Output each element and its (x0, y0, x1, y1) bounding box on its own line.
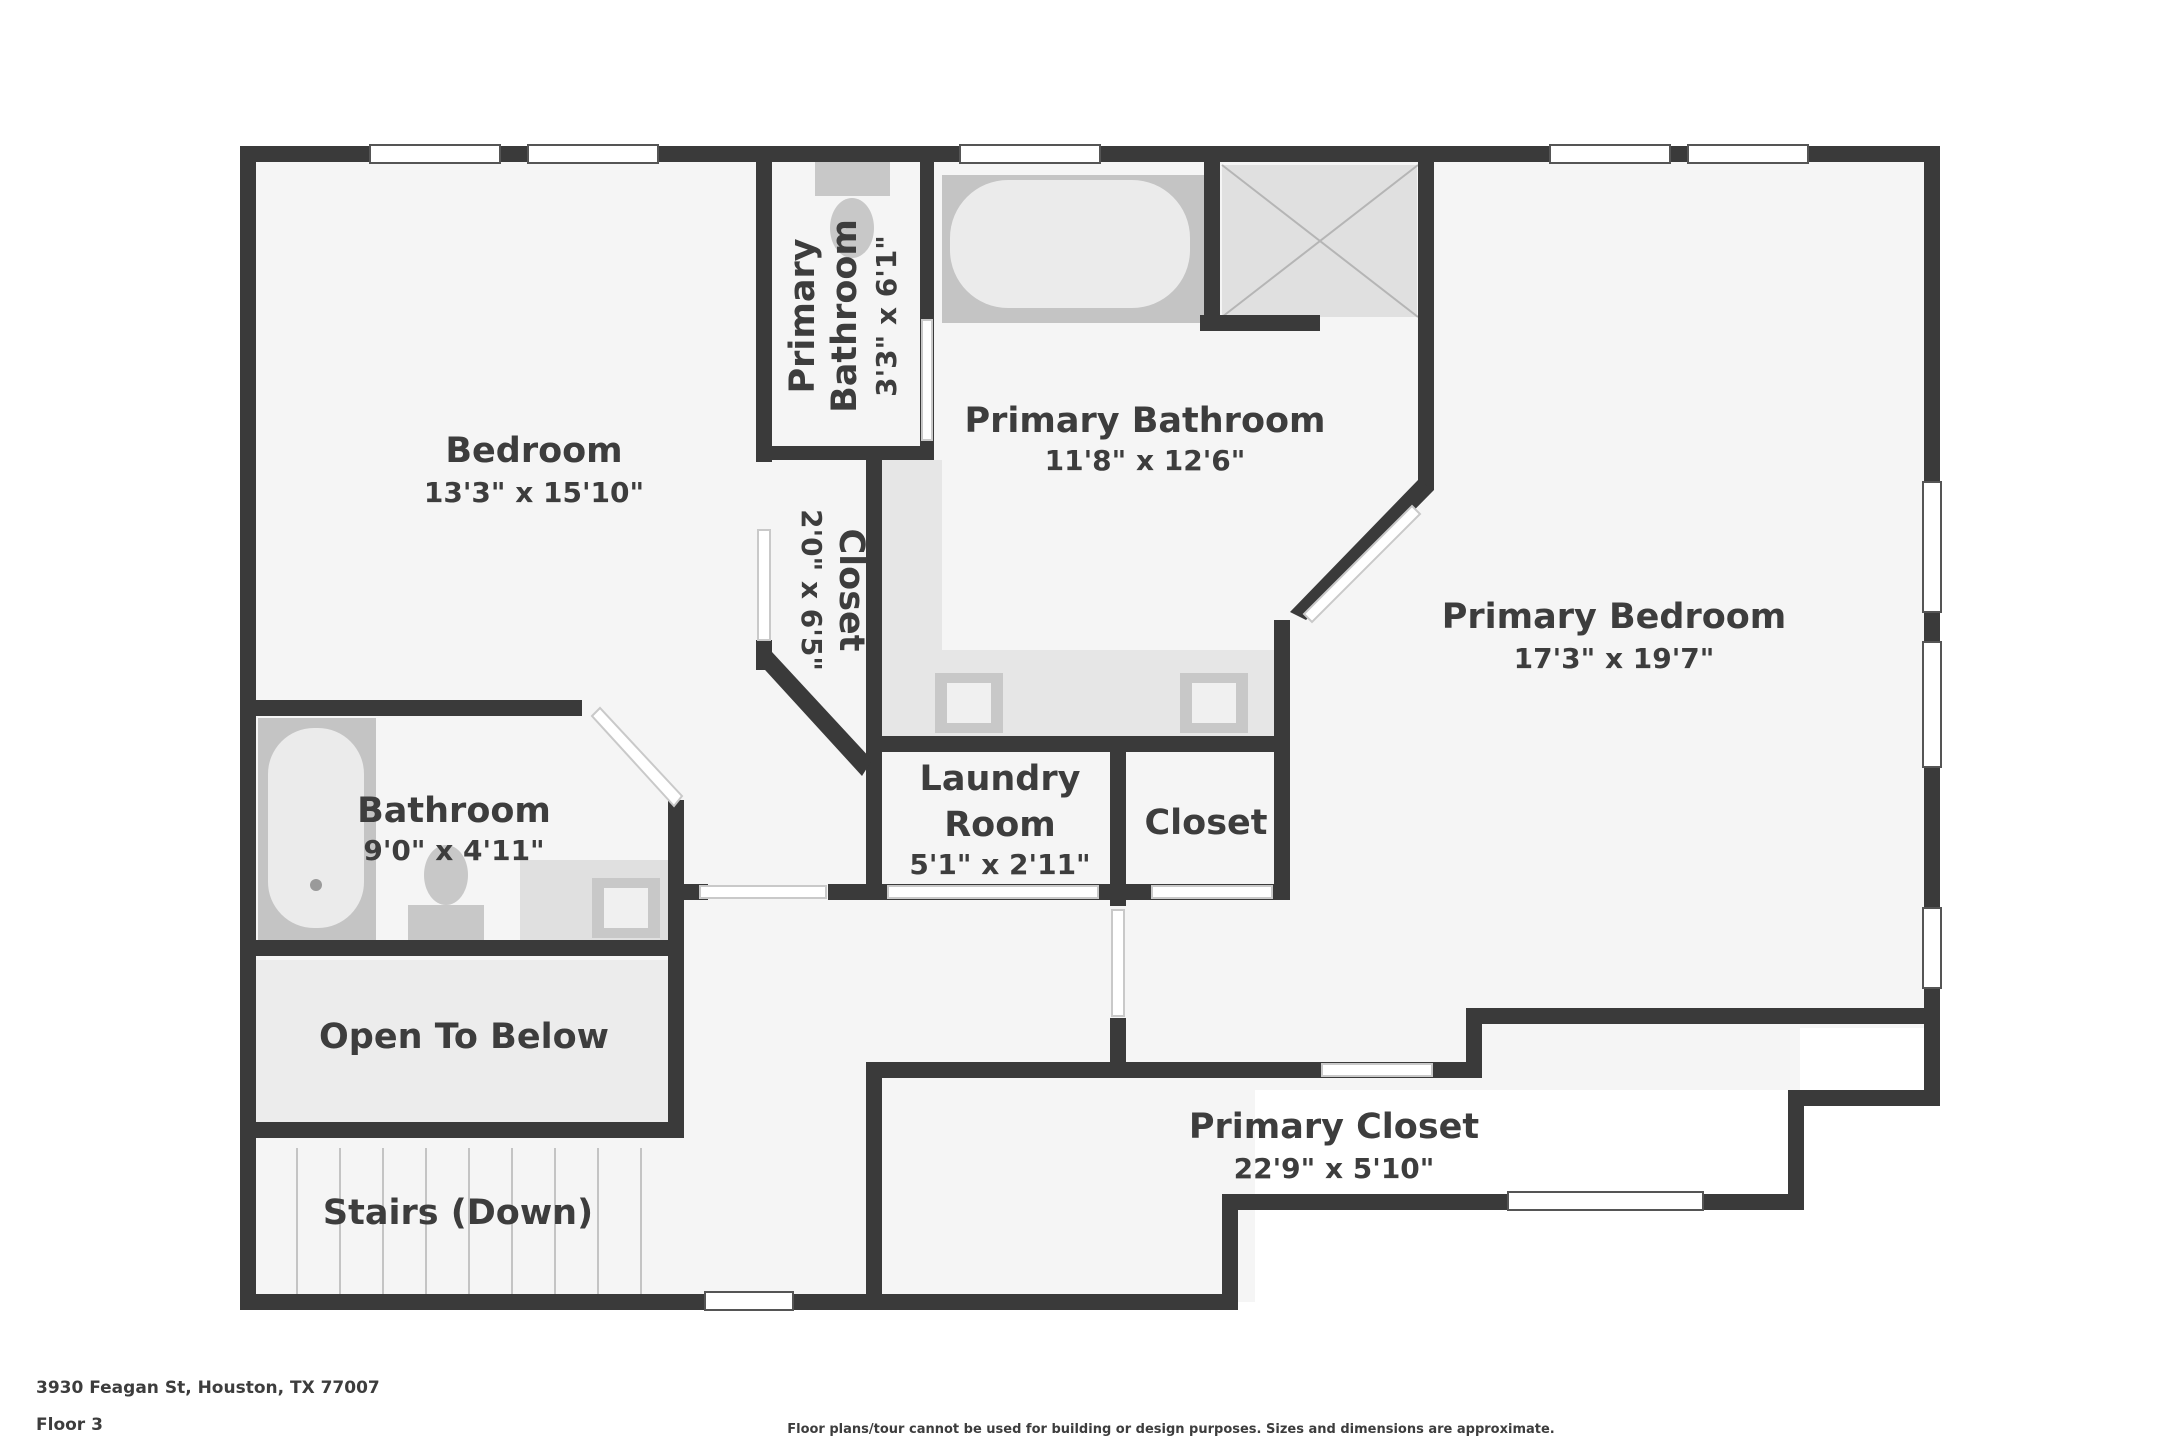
room-name-line2: Room (944, 805, 1056, 845)
room-dimensions: 3'3" x 6'1" (870, 235, 903, 397)
room-dimensions: 11'8" x 12'6" (1045, 444, 1246, 477)
toilet-tank-icon (408, 905, 484, 940)
room-label-closet: Closet (1144, 803, 1267, 843)
room-label-bedroom: Bedroom 13'3" x 15'10" (424, 431, 644, 509)
room-dimensions: 22'9" x 5'10" (1234, 1152, 1435, 1185)
room-label-primary-bathroom: Primary Bathroom 11'8" x 12'6" (964, 401, 1325, 477)
room-name-line1: Primary (783, 238, 823, 393)
window (1549, 144, 1671, 164)
room-label-closet-small: Closet 2'0" x 6'5" (795, 509, 871, 671)
stairs-treads (296, 1148, 642, 1302)
room-dimensions: 13'3" x 15'10" (424, 476, 644, 509)
open-to-below-floor (255, 960, 675, 1128)
window (369, 144, 501, 164)
room-name: Primary Bedroom (1442, 597, 1787, 637)
fixtures (268, 162, 1419, 940)
room-label-primary-bedroom: Primary Bedroom 17'3" x 19'7" (1442, 597, 1787, 675)
room-label-primary-closet: Primary Closet 22'9" x 5'10" (1189, 1107, 1479, 1185)
room-label-bathroom: Bathroom 9'0" x 4'11" (357, 791, 551, 867)
property-address: 3930 Feagan St, Houston, TX 77007 (36, 1378, 380, 1398)
bath-tub-icon (268, 728, 364, 928)
window (959, 144, 1101, 164)
window (1687, 144, 1809, 164)
window (1922, 907, 1942, 989)
room-dimensions: 2'0" x 6'5" (795, 509, 828, 671)
toilet-bowl-icon (424, 845, 468, 905)
room-name: Closet (831, 528, 871, 651)
room-name: Primary Bathroom (964, 401, 1325, 441)
window (1922, 481, 1942, 613)
room-name: Closet (1144, 803, 1267, 843)
room-name-line2: Bathroom (825, 219, 865, 413)
room-dimensions: 17'3" x 19'7" (1514, 642, 1715, 675)
room-label-primary-bathroom-small: Primary Bathroom 3'3" x 6'1" (783, 219, 903, 413)
window (1507, 1191, 1704, 1211)
floor-label: Floor 3 (36, 1415, 103, 1435)
room-name: Primary Closet (1189, 1107, 1479, 1147)
room-name: Stairs (Down) (323, 1193, 593, 1233)
room-label-open-to-below: Open To Below (319, 1017, 609, 1057)
window (704, 1291, 794, 1311)
window (1922, 641, 1942, 768)
toilet-bowl-icon (830, 198, 874, 258)
room-label-laundry-room: Laundry Room 5'1" x 2'11" (909, 759, 1090, 881)
room-name-line1: Laundry (920, 759, 1081, 799)
room-dimensions: 5'1" x 2'11" (909, 848, 1090, 881)
door-openings (590, 319, 1433, 1077)
room-name: Bedroom (445, 431, 622, 471)
bathtub-icon (950, 180, 1190, 308)
room-name: Bathroom (357, 791, 551, 831)
disclaimer: Floor plans/tour cannot be used for buil… (787, 1422, 1555, 1437)
window (527, 144, 659, 164)
room-label-stairs: Stairs (Down) (323, 1193, 593, 1233)
toilet-tank-icon (815, 162, 890, 196)
windows (369, 144, 1942, 1311)
room-name: Open To Below (319, 1017, 609, 1057)
room-dimensions: 9'0" x 4'11" (363, 834, 544, 867)
